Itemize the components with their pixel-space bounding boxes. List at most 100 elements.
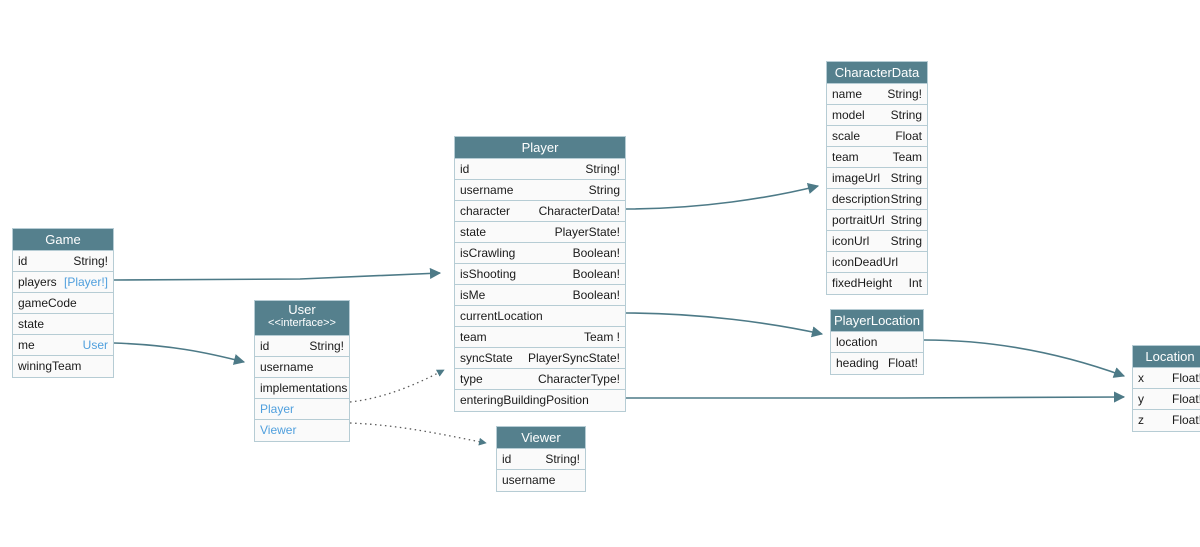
field-row[interactable]: syncState PlayerSyncState! xyxy=(455,348,625,369)
field-name: description xyxy=(832,192,891,206)
field-row[interactable]: me User xyxy=(13,335,113,356)
field-name: syncState xyxy=(460,351,513,365)
field-row[interactable]: imageUrl String xyxy=(827,168,927,189)
field-name: username xyxy=(260,360,314,374)
field-type: String! xyxy=(887,87,922,101)
interface-stereotype: <<interface>> xyxy=(268,317,336,329)
field-row[interactable]: isMe Boolean! xyxy=(455,285,625,306)
field-row[interactable]: type CharacterType! xyxy=(455,369,625,390)
entity-location[interactable]: Location x Float! y Float! z Float! xyxy=(1132,345,1200,432)
field-row[interactable]: currentLocation PlayerLocation! xyxy=(455,306,625,327)
field-row[interactable]: x Float! xyxy=(1133,368,1200,389)
field-row[interactable]: team Team xyxy=(827,147,927,168)
field-type: String xyxy=(890,108,922,122)
field-name: iconUrl xyxy=(832,234,870,248)
field-row[interactable]: fixedHeight Int xyxy=(827,273,927,294)
entity-game-title: Game xyxy=(13,229,113,251)
field-type: Float! xyxy=(1171,413,1200,427)
field-type[interactable]: [Player!] xyxy=(63,275,108,289)
field-row[interactable]: winingTeam Team xyxy=(13,356,113,377)
entity-characterdata[interactable]: CharacterData name String! model String … xyxy=(826,61,928,295)
field-name: winingTeam xyxy=(18,359,82,373)
field-type: CharacterType! xyxy=(537,372,620,386)
field-name: model xyxy=(832,108,865,122)
field-type: String xyxy=(549,490,580,491)
field-name: isMe xyxy=(460,288,486,302)
field-row[interactable]: iconUrl String xyxy=(827,231,927,252)
edge-game-me-to-user xyxy=(113,342,246,365)
field-row[interactable]: portraitUrl String xyxy=(827,210,927,231)
field-type: String xyxy=(588,183,620,197)
field-row[interactable]: y Float! xyxy=(1133,389,1200,410)
field-row[interactable]: model String xyxy=(827,105,927,126)
field-name: username xyxy=(502,473,556,487)
field-row[interactable]: iconDeadUrl String xyxy=(827,252,927,273)
field-type[interactable]: CharacterData xyxy=(538,204,617,218)
field-type: PlayerState! xyxy=(554,225,620,239)
field-type: Boolean! xyxy=(572,267,620,281)
field-row[interactable]: isCrawling Boolean! xyxy=(455,243,625,264)
field-name: iconDeadUrl xyxy=(832,255,899,269)
field-row[interactable]: character CharacterData! xyxy=(455,201,625,222)
field-type[interactable]: Location xyxy=(575,410,620,411)
edge-player-currentlocation-to-playerlocation xyxy=(625,312,824,338)
field-row[interactable]: z Float! xyxy=(1133,410,1200,431)
entity-player-title: Player xyxy=(455,137,625,159)
field-row[interactable]: heading Float! xyxy=(831,353,923,374)
entity-user[interactable]: User <<interface>> id String! username S… xyxy=(254,300,350,442)
field-row[interactable]: state PlayerState! xyxy=(455,222,625,243)
field-type: String! xyxy=(309,339,344,353)
field-row[interactable]: username String xyxy=(255,357,349,378)
field-name: fixedHeight xyxy=(832,276,893,290)
field-row[interactable]: name String! xyxy=(827,84,927,105)
field-row[interactable]: id String! xyxy=(255,336,349,357)
field-row[interactable]: enteringBuildingPosition Location xyxy=(455,390,625,411)
field-type: String xyxy=(890,171,922,185)
field-row[interactable]: id String! xyxy=(497,449,585,470)
field-row[interactable]: description String xyxy=(827,189,927,210)
field-name: team xyxy=(460,330,487,344)
field-name: scale xyxy=(832,129,861,143)
field-name: state xyxy=(460,225,487,239)
field-type: PlayerSyncState! xyxy=(527,351,620,365)
field-row[interactable]: team Team ! xyxy=(455,327,625,348)
field-row[interactable]: location Location! xyxy=(831,332,923,353)
implementation-name: Viewer xyxy=(260,423,297,437)
entity-game[interactable]: Game id String! players [Player!] gameCo… xyxy=(12,228,114,378)
field-row[interactable]: id String! xyxy=(455,159,625,180)
entity-viewer[interactable]: Viewer id String! username String xyxy=(496,426,586,492)
field-row[interactable]: username String xyxy=(455,180,625,201)
field-type[interactable]: User xyxy=(82,338,108,352)
field-row[interactable]: scale Float xyxy=(827,126,927,147)
field-type: Boolean! xyxy=(572,246,620,260)
field-row[interactable]: isShooting Boolean! xyxy=(455,264,625,285)
field-name: y xyxy=(1138,392,1144,406)
field-name: imageUrl xyxy=(832,171,881,185)
implementation-row-viewer[interactable]: Viewer xyxy=(255,420,349,441)
field-name: id xyxy=(260,339,270,353)
implementation-name: Player xyxy=(260,402,295,416)
field-type: String xyxy=(890,213,922,227)
field-name: me xyxy=(18,338,35,352)
field-type: Team xyxy=(892,150,922,164)
field-name: type xyxy=(460,372,483,386)
field-row[interactable]: id String! xyxy=(13,251,113,272)
field-type: Boolean! xyxy=(572,288,620,302)
entity-player[interactable]: Player id String! username String charac… xyxy=(454,136,626,412)
field-row[interactable]: gameCode String! xyxy=(13,293,113,314)
field-type: String xyxy=(890,192,922,206)
field-row[interactable]: state GameState! xyxy=(13,314,113,335)
field-name: character xyxy=(460,204,511,218)
field-type-wrap[interactable]: CharacterData! xyxy=(539,201,620,221)
implementation-row-player[interactable]: Player xyxy=(255,399,349,420)
field-row[interactable]: players [Player!] xyxy=(13,272,113,293)
entity-playerlocation[interactable]: PlayerLocation location Location! headin… xyxy=(830,309,924,375)
entity-location-title: Location xyxy=(1133,346,1200,368)
field-name: z xyxy=(1138,413,1144,427)
field-row[interactable]: username String xyxy=(497,470,585,491)
field-name: portraitUrl xyxy=(832,213,885,227)
entity-user-title: User <<interface>> xyxy=(255,301,349,336)
field-name: currentLocation xyxy=(460,309,543,323)
entity-viewer-title: Viewer xyxy=(497,427,585,449)
